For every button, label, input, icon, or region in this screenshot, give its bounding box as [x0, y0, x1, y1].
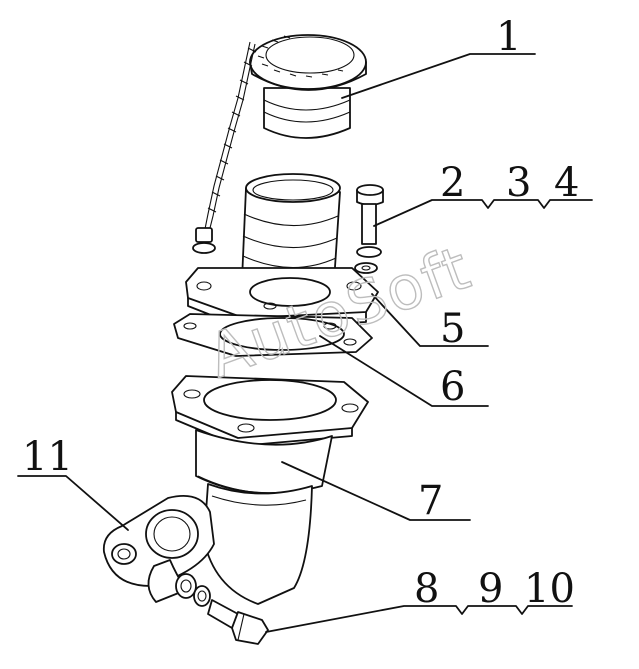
callout-6: 6 — [440, 364, 465, 410]
callout-labels: 1 2 3 4 5 6 7 8 9 10 11 — [22, 14, 579, 612]
callout-9: 9 — [478, 566, 503, 612]
retaining-chain — [192, 41, 257, 254]
callout-11: 11 — [22, 434, 73, 480]
callout-5: 5 — [440, 306, 465, 352]
bolt-with-washers — [354, 184, 384, 274]
upper-flange — [185, 267, 379, 329]
callout-2: 2 — [440, 160, 465, 206]
callout-7: 7 — [418, 478, 443, 524]
flange-gasket — [173, 313, 373, 357]
filler-cap — [249, 34, 367, 139]
callout-1: 1 — [496, 14, 521, 60]
callout-10: 10 — [524, 566, 575, 612]
callout-3: 3 — [506, 160, 531, 206]
elbow-pipe — [171, 375, 369, 605]
callout-4: 4 — [554, 160, 579, 206]
outlet-flange — [102, 494, 215, 587]
leader-lines — [17, 53, 593, 633]
callout-8: 8 — [414, 566, 439, 612]
watermark: AutoSoft — [199, 233, 480, 392]
lower-bolt-with-washers — [147, 559, 269, 645]
